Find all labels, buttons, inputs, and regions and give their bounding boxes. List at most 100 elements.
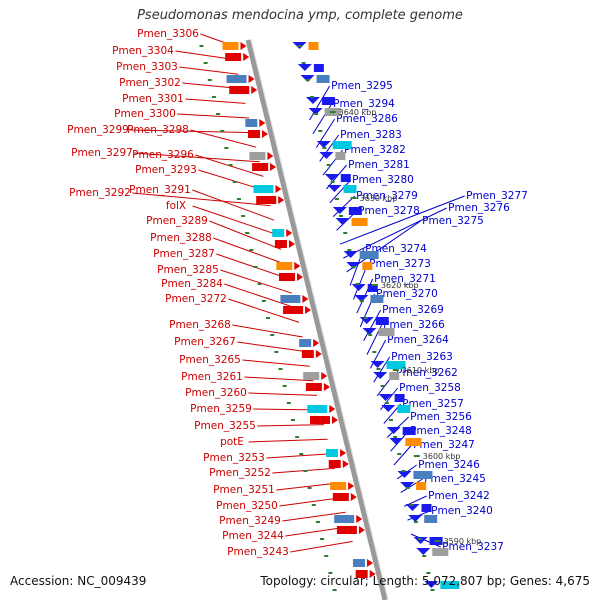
left-gene-label: Pmen_3253	[203, 452, 265, 464]
reverse-gene-block	[389, 372, 400, 380]
genome-backbone	[245, 39, 388, 601]
reverse-gene-block	[340, 174, 351, 182]
right-gene-label: Pmen_3286	[336, 113, 398, 125]
forward-gene-arrow	[262, 130, 269, 138]
right-gene-label: Pmen_3237	[442, 541, 504, 553]
reverse-gene-block	[416, 482, 427, 490]
left-leader-line	[224, 283, 296, 309]
right-gene-label: Pmen_3295	[331, 80, 393, 92]
right-gene-label: Pmen_3274	[365, 243, 427, 255]
forward-gene-block	[253, 185, 274, 193]
reverse-gene-arrow	[319, 152, 334, 159]
reverse-gene-arrow	[362, 328, 377, 335]
left-gene-label: Pmen_3292	[69, 187, 131, 199]
forward-gene-arrow	[243, 53, 250, 61]
left-gene-label: Pmen_3291	[129, 184, 191, 196]
right-gene-label: Pmen_3269	[382, 304, 444, 316]
forward-gene-arrow	[278, 196, 285, 204]
left-leader-line	[266, 453, 332, 459]
ruler-tick-label: 3590 kbp	[444, 537, 482, 546]
reverse-gene-arrow	[389, 438, 404, 445]
forward-gene-block	[309, 416, 330, 424]
forward-gene-arrow	[297, 273, 304, 281]
reverse-gene-arrow	[327, 185, 342, 192]
left-gene-label: Pmen_3289	[146, 215, 208, 227]
reverse-gene-block	[386, 361, 406, 369]
topology-label: Topology: circular; Length: 5,072,807 bp…	[260, 574, 590, 588]
left-gene-label: Pmen_3298	[127, 124, 189, 136]
left-leader-line	[257, 424, 325, 427]
forward-gene-arrow	[294, 262, 301, 270]
left-leader-line	[134, 152, 260, 163]
forward-gene-arrow	[358, 526, 365, 534]
reverse-gene-block	[413, 471, 433, 479]
left-gene-label: Pmen_3288	[150, 232, 212, 244]
reverse-gene-arrow	[408, 515, 423, 522]
right-gene-label: Pmen_3278	[358, 205, 420, 217]
reverse-gene-block	[405, 438, 422, 446]
left-gene-label: Pmen_3249	[219, 515, 281, 527]
reverse-gene-arrow	[335, 218, 350, 225]
right-gene-label: Pmen_3280	[352, 174, 414, 186]
forward-gene-arrow	[240, 42, 247, 50]
left-gene-label: Pmen_3303	[116, 61, 178, 73]
reverse-gene-arrow	[381, 405, 396, 412]
left-leader-line	[279, 497, 343, 507]
left-leader-line	[192, 189, 275, 221]
forward-gene-arrow	[305, 306, 312, 314]
reverse-gene-arrow	[297, 64, 312, 71]
left-gene-label: Pmen_3284	[161, 278, 223, 290]
left-gene-label: Pmen_3306	[137, 28, 199, 40]
left-gene-label: Pmen_3251	[213, 484, 275, 496]
left-gene-label: Pmen_3293	[135, 164, 197, 176]
right-gene-label: Pmen_3294	[333, 98, 395, 110]
reverse-gene-block	[375, 317, 389, 325]
left-leader-line	[276, 482, 339, 491]
reverse-gene-arrow	[324, 174, 339, 181]
right-gene-label: Pmen_3262	[396, 367, 458, 379]
forward-gene-block	[328, 460, 341, 468]
right-gene-label: Pmen_3266	[383, 319, 445, 331]
left-leader-line	[232, 324, 303, 338]
reverse-gene-block	[313, 64, 324, 72]
right-gene-label: Pmen_3279	[356, 190, 418, 202]
reverse-gene-arrow	[413, 537, 428, 544]
left-leader-line	[190, 129, 257, 148]
left-leader-line	[237, 341, 307, 353]
forward-gene-block	[274, 240, 287, 248]
left-gene-label: folX	[166, 200, 186, 212]
right-leader-line	[332, 195, 355, 217]
right-gene-label: Pmen_3258	[399, 382, 461, 394]
reverse-gene-arrow	[354, 295, 369, 302]
left-leader-line	[213, 237, 285, 265]
right-gene-label: Pmen_3248	[410, 425, 472, 437]
reverse-gene-block	[397, 405, 411, 413]
left-leader-line	[244, 376, 314, 382]
right-gene-label: Pmen_3273	[369, 258, 431, 270]
forward-gene-block	[334, 515, 355, 523]
left-gene-label: Pmen_3304	[112, 45, 174, 57]
reverse-gene-block	[402, 427, 416, 435]
accession-label: Accession: NC_009439	[10, 574, 147, 588]
forward-gene-block	[307, 405, 328, 413]
right-leader-line	[339, 195, 465, 245]
reverse-gene-arrow	[400, 482, 415, 489]
left-gene-label: Pmen_3300	[114, 108, 176, 120]
right-gene-label: Pmen_3282	[344, 144, 406, 156]
right-leader-line	[329, 179, 352, 204]
reverse-gene-arrow	[424, 581, 439, 588]
right-gene-label: Pmen_3275	[422, 215, 484, 227]
left-gene-label: Pmen_3267	[174, 336, 236, 348]
forward-gene-block	[249, 152, 266, 160]
right-gene-label: Pmen_3276	[448, 202, 510, 214]
forward-gene-block	[283, 306, 304, 314]
forward-gene-block	[279, 273, 296, 281]
forward-gene-block	[222, 42, 239, 50]
forward-gene-arrow	[286, 229, 293, 237]
reverse-gene-arrow	[405, 504, 420, 511]
reverse-gene-block	[308, 42, 319, 50]
forward-gene-block	[336, 526, 357, 534]
left-leader-line	[220, 269, 293, 294]
left-leader-line	[185, 98, 246, 104]
ruler-tick-label: 3630 kbp	[360, 194, 398, 203]
